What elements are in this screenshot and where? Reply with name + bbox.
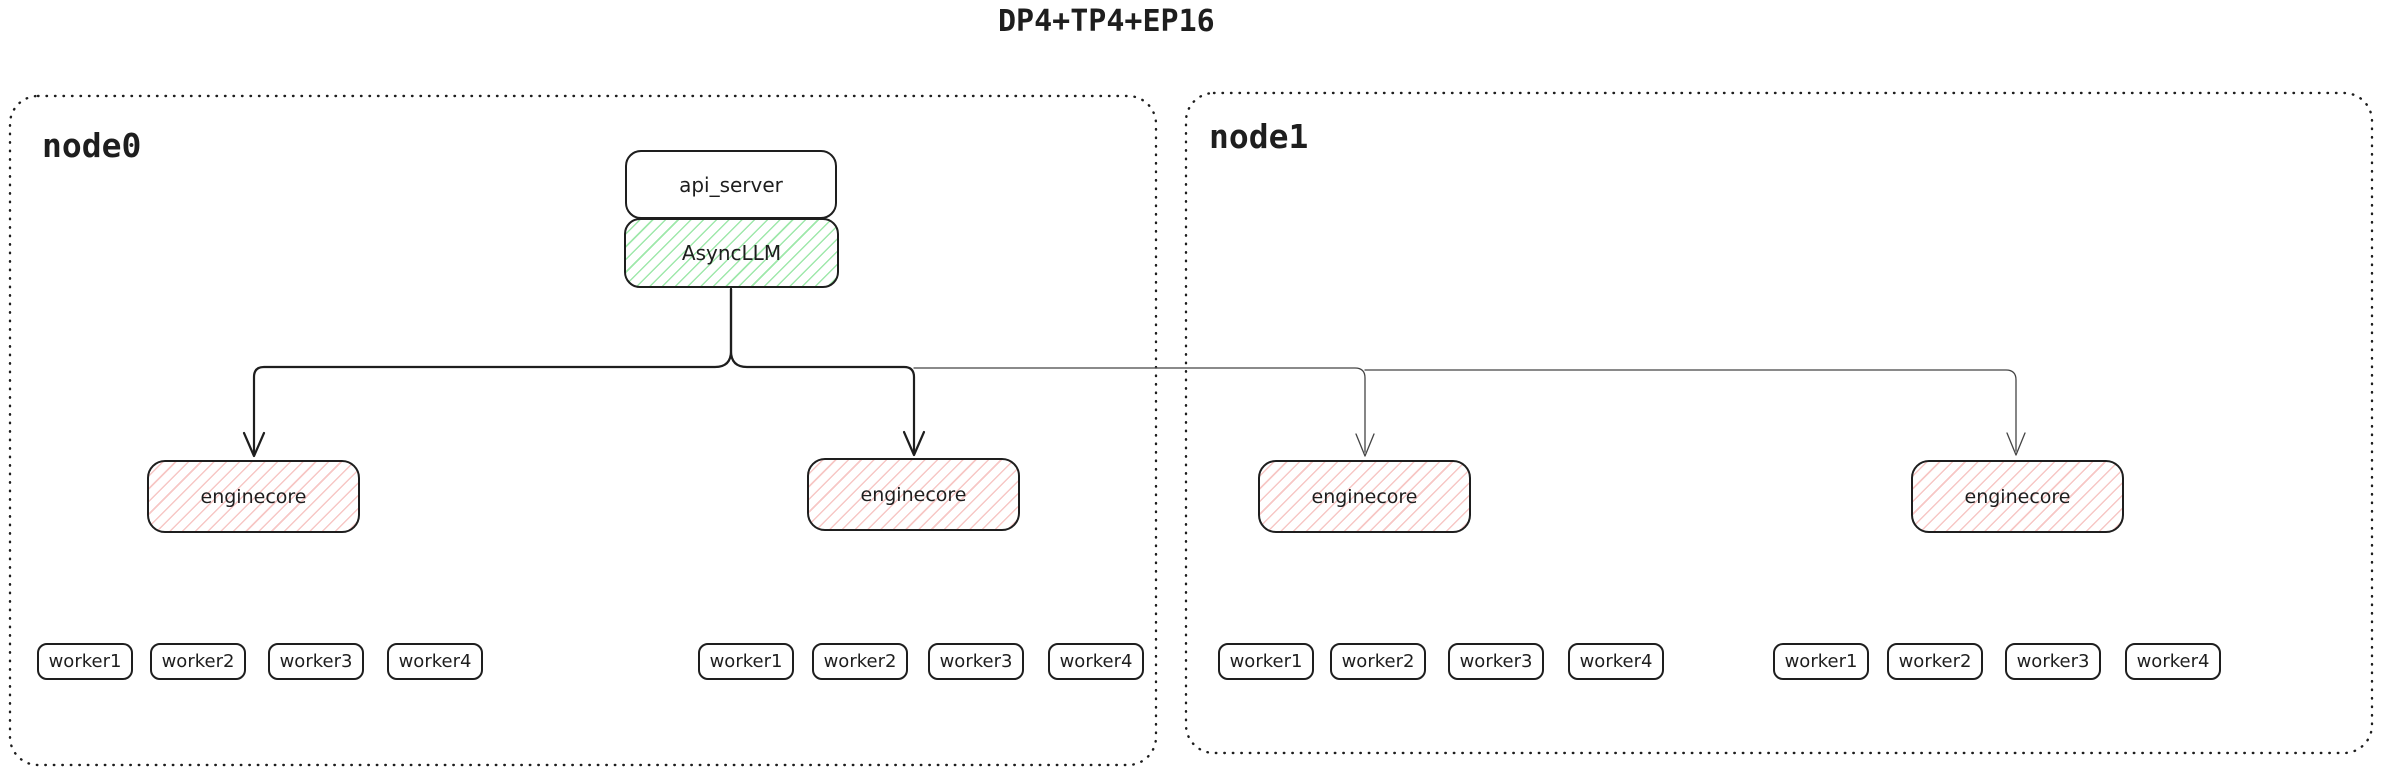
arrowhead-enginecore-3 xyxy=(1355,433,1375,457)
worker-box: worker2 xyxy=(812,643,908,680)
enginecore-box: enginecore xyxy=(807,458,1020,531)
worker-box: worker4 xyxy=(1048,643,1144,680)
worker-box: worker3 xyxy=(1448,643,1544,680)
connector-asyncllm-to-enginecore-2 xyxy=(729,287,916,454)
connector-to-enginecore-4 xyxy=(1364,369,2017,452)
connector-asyncllm-to-enginecore-1 xyxy=(252,287,733,455)
worker-box: worker3 xyxy=(928,643,1024,680)
worker-box: worker2 xyxy=(1887,643,1983,680)
worker-box: worker4 xyxy=(1568,643,1664,680)
enginecore-box: enginecore xyxy=(1258,460,1471,533)
asyncllm-box: AsyncLLM xyxy=(624,218,839,288)
diagram-title: DP4+TP4+EP16 xyxy=(998,4,1215,39)
worker-box: worker3 xyxy=(2005,643,2101,680)
node0-label: node0 xyxy=(42,126,142,165)
worker-box: worker4 xyxy=(387,643,483,680)
enginecore-box: enginecore xyxy=(1911,460,2124,533)
api-server-box: api_server xyxy=(625,150,837,219)
worker-box: worker1 xyxy=(1218,643,1314,680)
connector-to-enginecore-3 xyxy=(913,367,1366,453)
worker-box: worker3 xyxy=(268,643,364,680)
arrowhead-enginecore-2 xyxy=(902,430,926,457)
worker-box: worker2 xyxy=(1330,643,1426,680)
arrowhead-enginecore-1 xyxy=(242,431,266,458)
arrowhead-enginecore-4 xyxy=(2006,432,2026,456)
worker-box: worker2 xyxy=(150,643,246,680)
worker-box: worker1 xyxy=(698,643,794,680)
worker-box: worker1 xyxy=(1773,643,1869,680)
worker-box: worker1 xyxy=(37,643,133,680)
node1-label: node1 xyxy=(1209,117,1309,156)
enginecore-box: enginecore xyxy=(147,460,360,533)
worker-box: worker4 xyxy=(2125,643,2221,680)
